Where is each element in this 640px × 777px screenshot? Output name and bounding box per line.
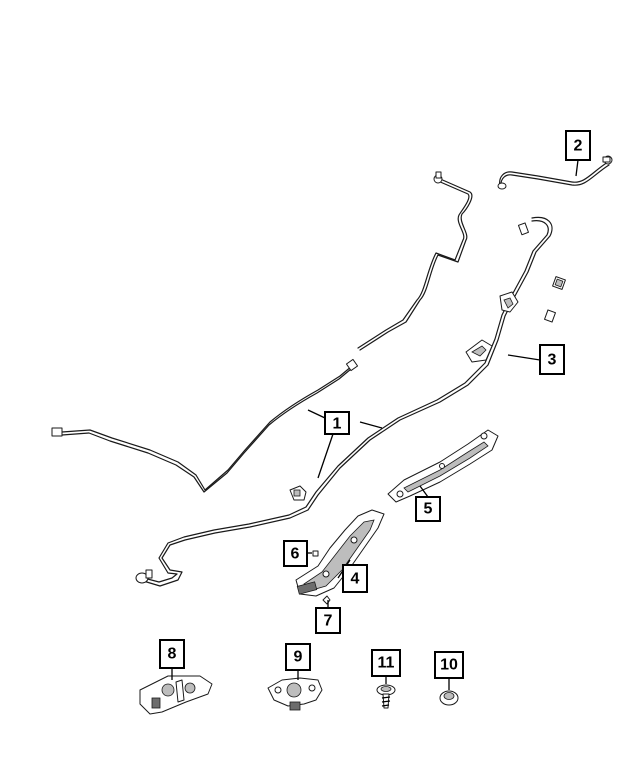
- callout-4-label: 4: [351, 571, 360, 588]
- callout-7-label: 7: [324, 613, 333, 630]
- part-4-tray: [295, 509, 385, 597]
- callout-6: 6: [283, 540, 308, 567]
- callout-4: 4: [342, 564, 368, 593]
- part-9-clip-assembly: [267, 677, 323, 711]
- callout-8-label: 8: [168, 646, 177, 663]
- callout-9: 9: [285, 643, 311, 671]
- callout-5: 5: [415, 496, 441, 522]
- callout-5-label: 5: [424, 501, 433, 518]
- callout-6-label: 6: [291, 546, 300, 563]
- callout-9-label: 9: [294, 649, 303, 666]
- part-5-shield: [387, 429, 499, 503]
- callout-2-label: 2: [574, 138, 583, 155]
- callout-7: 7: [315, 607, 341, 634]
- clip-group-upper: [465, 276, 566, 363]
- leader-lines: [171, 159, 579, 690]
- callout-8: 8: [159, 639, 185, 669]
- callout-1-label: 1: [333, 416, 342, 433]
- callout-11-label: 11: [378, 655, 395, 672]
- part-1-upper-line: [51, 171, 473, 493]
- callout-3-label: 3: [548, 352, 557, 369]
- part-2-line: [497, 155, 613, 190]
- part-7-fastener: [322, 595, 331, 605]
- callout-1: 1: [324, 411, 350, 435]
- part-1-clip: [289, 485, 307, 501]
- part-11-screw: [376, 684, 396, 709]
- callout-11: 11: [371, 649, 401, 677]
- callout-2: 2: [565, 130, 591, 161]
- callout-10: 10: [434, 651, 464, 679]
- callout-3: 3: [539, 344, 565, 375]
- part-1-lower-line: [135, 216, 553, 587]
- part-8-bracket: [139, 675, 213, 715]
- part-6-clip: [312, 550, 319, 557]
- callout-10-label: 10: [440, 657, 458, 674]
- part-10-nut: [439, 690, 459, 706]
